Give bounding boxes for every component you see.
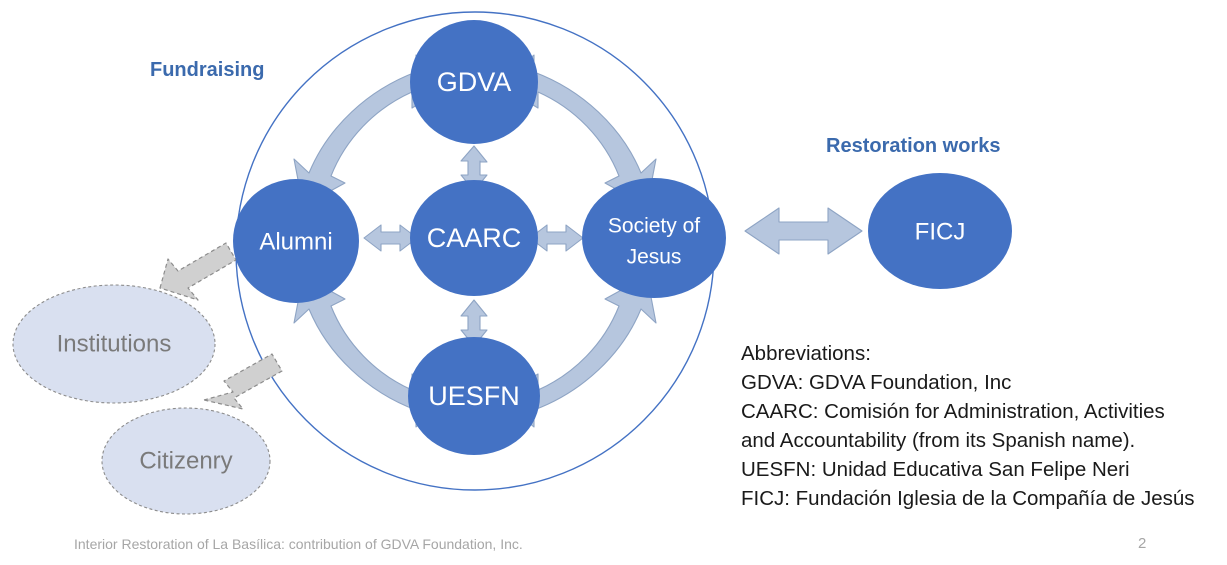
abbreviations-block: Abbreviations: GDVA: GDVA Foundation, In… <box>741 339 1221 513</box>
uesfn-shape <box>408 337 540 455</box>
society-shape <box>582 178 726 298</box>
caarc-label: CAARC <box>427 223 522 253</box>
institutions-shape <box>12 284 216 404</box>
arrow-gdva-society <box>497 54 657 207</box>
abbreviation-caarc-line1: CAARC: Comisión for Administration, Acti… <box>741 400 1165 423</box>
alumni-shape <box>233 179 359 303</box>
ficj-shape <box>868 173 1012 289</box>
node-caarc[interactable]: CAARC <box>410 180 538 296</box>
institutions-label: Institutions <box>57 330 172 357</box>
arrow-alumni-citizenry <box>203 353 283 410</box>
fundraising-label: Fundraising <box>150 59 265 81</box>
citizenry-label: Citizenry <box>139 447 232 474</box>
node-institutions[interactable]: Institutions <box>12 284 216 404</box>
society-label-line1: Society of <box>608 215 700 238</box>
node-citizenry[interactable]: Citizenry <box>101 407 271 515</box>
citizenry-shape <box>101 407 271 515</box>
alumni-label: Alumni <box>259 228 332 255</box>
gdva-label: GDVA <box>437 67 512 97</box>
node-society-of-jesus[interactable]: Society of Jesus <box>582 178 726 298</box>
uesfn-label: UESFN <box>428 381 520 411</box>
page-number: 2 <box>1138 535 1147 552</box>
abbreviation-gdva: GDVA: GDVA Foundation, Inc <box>741 371 1012 394</box>
node-ficj[interactable]: FICJ <box>868 173 1012 289</box>
arrow-alumni-caarc <box>363 224 418 252</box>
ficj-label: FICJ <box>915 218 966 245</box>
caarc-shape <box>410 180 538 296</box>
node-alumni[interactable]: Alumni <box>233 179 359 303</box>
arrow-alumni-institutions <box>159 242 237 301</box>
arrow-society-ficj <box>744 207 863 255</box>
abbreviation-caarc-line2: and Accountability (from its Spanish nam… <box>741 429 1136 452</box>
gdva-shape <box>410 20 538 144</box>
node-gdva[interactable]: GDVA <box>410 20 538 144</box>
restoration-works-label: Restoration works <box>826 135 1001 157</box>
society-label-line2: Jesus <box>627 246 682 269</box>
abbreviation-ficj: FICJ: Fundación Iglesia de la Compañía d… <box>741 487 1195 510</box>
abbreviation-uesfn: UESFN: Unidad Educativa San Felipe Neri <box>741 458 1130 481</box>
abbreviations-heading: Abbreviations: <box>741 342 871 365</box>
node-uesfn[interactable]: UESFN <box>408 337 540 455</box>
arrow-caarc-gdva <box>460 145 488 192</box>
footer-note: Interior Restoration of La Basílica: con… <box>74 536 523 552</box>
